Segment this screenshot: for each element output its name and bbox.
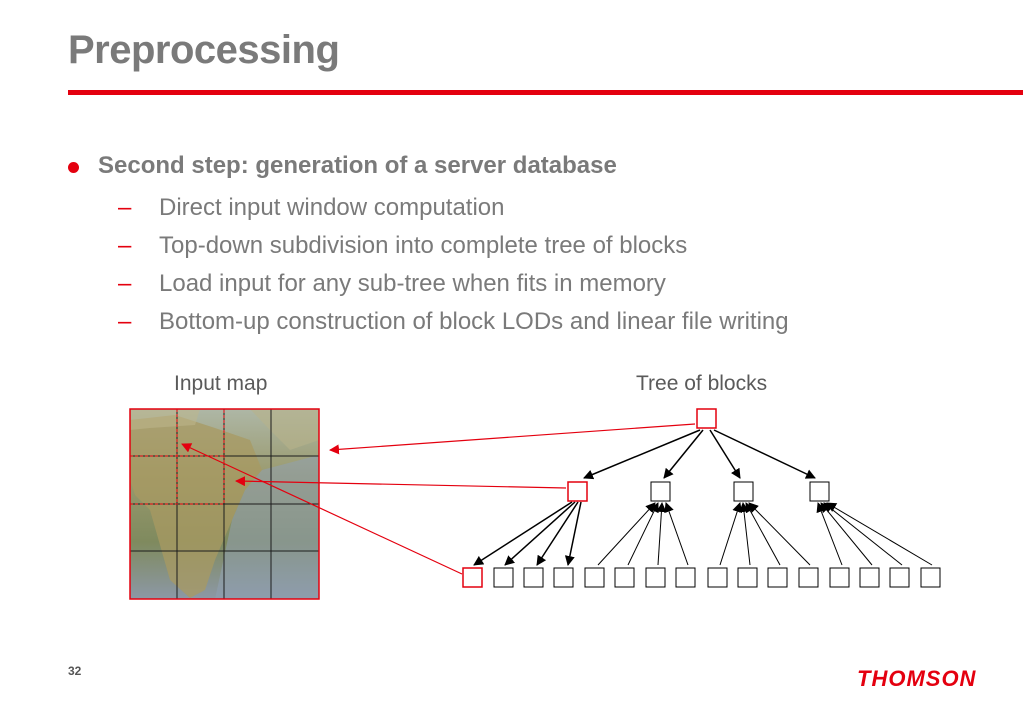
leaf-to-map-arrow — [181, 443, 463, 575]
thomson-logo: THOMSON — [857, 666, 977, 691]
leaf-block — [584, 567, 605, 588]
edge-arrow — [536, 501, 579, 566]
edge-arrow — [663, 429, 704, 479]
dash-icon: – — [118, 232, 132, 259]
leaf-block — [829, 567, 850, 588]
tree-nodes — [462, 408, 941, 588]
level1-block — [809, 481, 830, 502]
root-to-map-arrow — [329, 423, 696, 455]
root-block — [696, 408, 717, 429]
input-map-label: Input map — [174, 372, 268, 395]
leaf-block — [707, 567, 728, 588]
sub-bullet-text: Load input for any sub-tree when fits in… — [159, 270, 666, 297]
level1-block — [733, 481, 754, 502]
sub-bullet-item: – Top-down subdivision into complete tre… — [118, 227, 789, 265]
map-border — [129, 408, 320, 600]
leaf-block — [645, 567, 666, 588]
title-divider — [68, 90, 1023, 95]
dash-icon: – — [118, 194, 132, 221]
tree-of-blocks-label: Tree of blocks — [636, 372, 768, 395]
leaf-block — [889, 567, 910, 588]
asia-landmass-icon — [250, 409, 319, 450]
leaf-block — [614, 567, 635, 588]
edge-arrow — [823, 502, 903, 566]
edge-arrow — [709, 429, 741, 479]
edge-arrow — [745, 502, 781, 566]
edge-arrow — [583, 429, 701, 480]
edge-arrow — [826, 502, 933, 566]
sub-bullet-item: – Load input for any sub-tree when fits … — [118, 265, 789, 303]
input-map — [129, 408, 320, 600]
leaf-block — [493, 567, 514, 588]
leaf-block — [523, 567, 544, 588]
window-mapping-arrows — [181, 423, 696, 575]
leaf-block — [920, 567, 941, 588]
leaf-block — [737, 567, 758, 588]
europe-landmass-icon — [130, 409, 200, 430]
edge-arrow — [564, 501, 582, 566]
tree-edges — [473, 429, 816, 566]
level1-block — [567, 481, 588, 502]
edge-arrow — [719, 502, 742, 566]
leaf-block — [675, 567, 696, 588]
edge-arrow — [739, 502, 751, 566]
edge-arrow — [816, 502, 843, 566]
africa-landmass-icon — [130, 415, 262, 598]
level1-block — [650, 481, 671, 502]
edge-arrow — [664, 502, 689, 566]
page-number: 32 — [68, 664, 82, 678]
edge-arrow — [748, 502, 811, 566]
leaf-block — [767, 567, 788, 588]
sub-bullet-item: – Direct input window computation — [118, 189, 789, 227]
dash-icon: – — [118, 308, 132, 335]
sub-bullet-list: – Direct input window computation – Top-… — [118, 189, 789, 341]
edge-arrow — [627, 502, 659, 566]
node-to-map-arrow — [235, 476, 567, 489]
edge-arrow — [656, 502, 667, 566]
edge-arrow — [504, 501, 576, 566]
leaf-block — [462, 567, 483, 588]
upward-edges — [597, 502, 933, 566]
ocean-region-icon — [215, 455, 319, 599]
leaf-block — [798, 567, 819, 588]
edge-arrow — [713, 429, 816, 479]
leaf-block — [859, 567, 880, 588]
edge-arrow — [820, 502, 873, 566]
leaf-block — [553, 567, 574, 588]
sub-bullet-text: Top-down subdivision into complete tree … — [159, 232, 688, 259]
sub-bullet-text: Direct input window computation — [159, 194, 505, 221]
main-bullet: Second step: generation of a server data… — [68, 152, 617, 180]
sub-bullet-item: – Bottom-up construction of block LODs a… — [118, 303, 789, 341]
main-bullet-text: Second step: generation of a server data… — [98, 152, 617, 179]
sub-bullet-text: Bottom-up construction of block LODs and… — [159, 308, 789, 335]
slide-title: Preprocessing — [68, 28, 340, 72]
dash-icon: – — [118, 270, 132, 297]
bullet-dot-icon — [68, 161, 79, 173]
edge-arrow — [473, 501, 573, 566]
edge-arrow — [597, 502, 656, 566]
